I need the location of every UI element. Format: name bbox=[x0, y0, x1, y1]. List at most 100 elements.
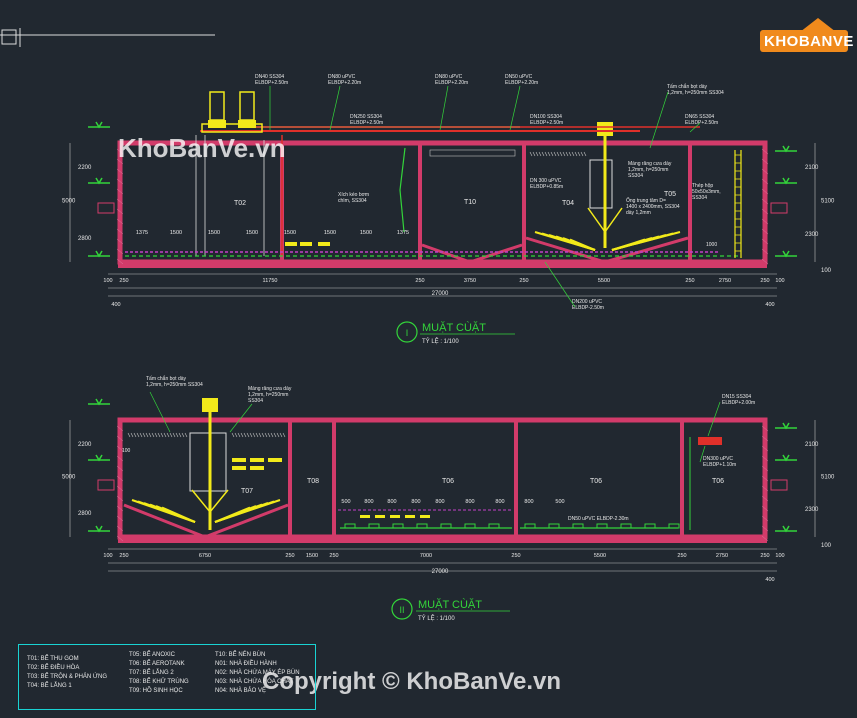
weir-tooth bbox=[145, 432, 149, 438]
logo-house-icon bbox=[760, 18, 848, 52]
dim-value: 250 bbox=[285, 553, 294, 559]
legend-item: N01: NHÀ ĐIỀU HÀNH bbox=[215, 661, 277, 667]
center-column bbox=[589, 159, 613, 209]
weir-tooth bbox=[240, 432, 244, 438]
dim-vertical-right: 100 bbox=[821, 543, 832, 549]
diffuser bbox=[548, 523, 560, 529]
wall-hatch bbox=[116, 485, 124, 492]
dim-value: 250 bbox=[677, 553, 686, 559]
blower-platform bbox=[201, 123, 263, 133]
legend-item: T05: BỂ ANOXIC bbox=[129, 652, 176, 658]
legend-item: N02: NHÀ CHỨA MÁY ÉP BÙN bbox=[215, 670, 300, 676]
wall-hatch bbox=[761, 425, 769, 432]
dim-sub: 800 bbox=[524, 499, 533, 505]
section-circle bbox=[391, 598, 413, 620]
diffuser bbox=[524, 523, 536, 529]
dim-vertical-right: 100 bbox=[821, 268, 832, 274]
diffuser bbox=[644, 523, 656, 529]
wall-hatch bbox=[761, 535, 769, 542]
level-arrow bbox=[782, 525, 790, 533]
legend-col-2: T05: BỂ ANOXIC T06: BỂ AEROTANK T07: BỂ … bbox=[129, 651, 189, 696]
weir-tooth bbox=[535, 151, 539, 157]
dim-vertical-left: 2800 bbox=[78, 511, 92, 517]
dim-vertical-left: 2200 bbox=[78, 165, 92, 171]
wall-hatch bbox=[116, 208, 124, 215]
leader-line bbox=[149, 391, 171, 433]
wall-hatch bbox=[761, 168, 769, 175]
tank-label-T06: T06 bbox=[712, 478, 724, 485]
dim-sub: 800 bbox=[495, 499, 504, 505]
wall-hatch bbox=[761, 148, 769, 155]
weir-tooth bbox=[139, 432, 143, 438]
khobanve-logo: KHOBANVE bbox=[760, 14, 853, 52]
hopper-floor bbox=[421, 243, 523, 264]
level-arrow bbox=[95, 398, 103, 406]
pipe-label: DN50 uPVC ELBDP-2.30m bbox=[568, 516, 629, 522]
weir-tooth bbox=[237, 432, 241, 438]
dim-sub: 800 bbox=[364, 499, 373, 505]
wall-hatch bbox=[116, 495, 124, 502]
wall-hatch bbox=[761, 485, 769, 492]
level-arrow bbox=[782, 145, 790, 153]
gear-motor bbox=[597, 122, 613, 136]
wall-hatch bbox=[116, 525, 124, 532]
legend-item: T08: BỂ KHỬ TRÙNG bbox=[129, 679, 189, 685]
weir-tooth bbox=[556, 151, 560, 157]
wall-hatch bbox=[761, 445, 769, 452]
weir-tooth bbox=[273, 432, 277, 438]
legend-item: T10: BỂ NÉN BÙN bbox=[215, 652, 266, 658]
weir-tooth bbox=[157, 432, 161, 438]
dim-sub: 1500 bbox=[284, 230, 296, 236]
wall-hatch bbox=[761, 158, 769, 165]
weir-tooth bbox=[282, 432, 286, 438]
level-arrow bbox=[782, 422, 790, 430]
lamella-plate bbox=[214, 506, 251, 523]
dim-vertical-right: 2100 bbox=[805, 165, 819, 171]
wall-hatch bbox=[116, 258, 124, 265]
weir-tooth bbox=[562, 151, 566, 157]
partition-wall bbox=[522, 143, 526, 262]
soil-hatch bbox=[97, 479, 115, 491]
dim-side: 400 bbox=[765, 302, 774, 308]
dim-value: 1500 bbox=[306, 553, 318, 559]
partition-wall bbox=[332, 420, 336, 537]
diffuser bbox=[368, 523, 380, 529]
legend-item: T02: BỂ ĐIỀU HÒA bbox=[27, 665, 80, 671]
section-scale: TỶ LỆ : 1/100 bbox=[418, 614, 455, 622]
dim-vertical-right: 5100 bbox=[821, 199, 835, 205]
leader-line bbox=[439, 85, 449, 131]
dim-value: 100 bbox=[103, 553, 112, 559]
tank-label-T06: T06 bbox=[590, 478, 602, 485]
wall-hatch bbox=[761, 455, 769, 462]
weir-tooth bbox=[160, 432, 164, 438]
dim-sub: 800 bbox=[411, 499, 420, 505]
wall-hatch bbox=[116, 515, 124, 522]
partition-wall bbox=[418, 143, 422, 262]
tank-label-T02: T02 bbox=[234, 200, 246, 207]
wall-hatch bbox=[761, 238, 769, 245]
weir-tooth bbox=[580, 151, 584, 157]
weir-tooth bbox=[559, 151, 563, 157]
legend-item: N04: NHÀ BẢO VỆ bbox=[215, 688, 267, 694]
weir-tooth bbox=[255, 432, 259, 438]
leader-line bbox=[229, 403, 253, 433]
dim-sub: 800 bbox=[435, 499, 444, 505]
dim-value: 100 bbox=[775, 553, 784, 559]
legend-col-1: T01: BỂ THU GOM T02: BỂ ĐIỀU HÒA T03: BỂ… bbox=[27, 655, 107, 691]
weir-tooth bbox=[538, 151, 542, 157]
diffuser bbox=[392, 523, 404, 529]
weir-tooth bbox=[532, 151, 536, 157]
trough bbox=[429, 149, 516, 157]
diffuser bbox=[620, 523, 632, 529]
center-column bbox=[189, 432, 227, 492]
dim-sub: 1375 bbox=[397, 230, 409, 236]
weir-tooth bbox=[166, 432, 170, 438]
dim-sub: 500 bbox=[555, 499, 564, 505]
